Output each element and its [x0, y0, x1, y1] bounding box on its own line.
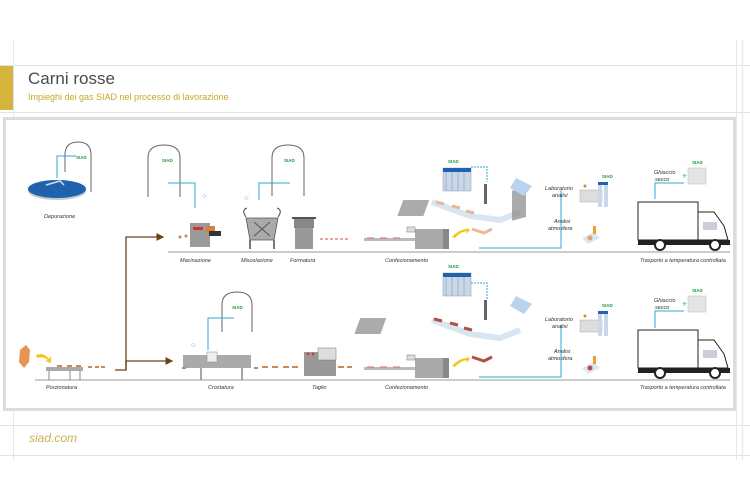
cold-particles-icon: ✳: [682, 173, 687, 180]
accent-bar: [0, 66, 13, 110]
meat-carcass-icon: [19, 345, 30, 368]
siad-tag: SIAD: [448, 159, 460, 164]
step-label: analisi: [552, 324, 568, 330]
gas-particles-icon: ⁘: [190, 341, 197, 350]
dry-ice-icon: [687, 167, 707, 185]
gas-line: [168, 182, 196, 208]
gas-cylinder-icon: [598, 314, 602, 336]
step-formatura: Formatura: [290, 217, 348, 264]
step-label: atmosfera: [548, 356, 572, 362]
water-basin-icon: [28, 180, 86, 198]
gas-line: [207, 317, 234, 350]
guide-line: [742, 40, 743, 460]
guide-line: [736, 40, 737, 460]
step-label: Crostatura: [208, 385, 234, 391]
step-depurazione: SIAD Depurazione: [28, 141, 92, 220]
step-label: secco: [655, 177, 669, 183]
packaging-machine-icon: [415, 358, 443, 378]
gas-line: [479, 190, 562, 249]
gas-line: [479, 325, 562, 378]
siad-tag: SIAD: [692, 288, 704, 293]
gas-line: [471, 166, 488, 182]
step-trasporto: Ghiaccio secco SIAD ✳ Trasporto a temper…: [637, 160, 730, 264]
step-label: Laboratorio: [545, 186, 573, 192]
step-label: Analisi: [553, 219, 571, 225]
guide-line: [0, 455, 750, 456]
guide-line: [0, 112, 750, 113]
step-label: Miscelazione: [241, 258, 273, 264]
gas-line: [471, 282, 488, 300]
siad-tag: SIAD: [162, 158, 174, 163]
siad-tag: SIAD: [232, 305, 244, 310]
siad-tag: SIAD: [692, 160, 704, 165]
process-diagram-panel: [3, 117, 736, 411]
step-macinazione: SIAD ⁘ Macinazione: [147, 144, 221, 264]
flow-arrow: [125, 357, 174, 370]
gas-pipe-icon: [147, 144, 181, 197]
cold-particles-icon: ✳: [682, 301, 687, 308]
step-label: Analisi: [553, 349, 571, 355]
conveyor-icon: [364, 238, 419, 241]
step-confezionamento: Confezionamento SIAD: [364, 159, 562, 264]
packaging-machine-icon: [415, 229, 443, 249]
step-label: Trasporto a temperatura controllata: [640, 385, 726, 391]
step-trasporto-2: Ghiaccio secco SIAD ✳ Trasporto a temper…: [637, 288, 730, 391]
step-label: Ghiaccio: [654, 298, 675, 304]
siad-tag: SIAD: [76, 155, 88, 160]
step-label: Taglio: [312, 385, 326, 391]
transfer-arrow-icon: [36, 354, 51, 363]
siad-tag: SIAD: [602, 174, 614, 179]
step-label: Confezionamento: [385, 385, 428, 391]
gas-pipe-icon: [221, 291, 253, 332]
flow-arrow: [115, 233, 165, 371]
gas-line: [258, 182, 290, 200]
step-confezionamento-2: Confezionamento SIAD: [354, 264, 562, 391]
step-label: Formatura: [290, 258, 315, 264]
header: Carni rosse Impieghi dei gas SIAD nel pr…: [0, 66, 750, 113]
dry-ice-icon: [687, 295, 707, 313]
gas-particles-icon: ⁘: [201, 192, 208, 201]
forming-machine-icon: [294, 219, 314, 228]
gas-line: [654, 182, 684, 199]
step-label: Trasporto a temperatura controllata: [640, 258, 726, 264]
step-label: Porzionatura: [46, 385, 77, 391]
portioning-table-icon: [46, 367, 83, 371]
page-title: Carni rosse: [28, 69, 115, 88]
transfer-arrow-icon: [452, 355, 470, 367]
step-analisi: Laboratorio analisi Analisi atmosfera SI…: [545, 174, 614, 244]
transfer-arrow-icon: [452, 226, 470, 238]
truck-icon: [637, 201, 730, 251]
step-label: Laboratorio: [545, 317, 573, 323]
step-label: secco: [655, 305, 669, 311]
gas-pipe-icon: [64, 141, 92, 192]
website-link[interactable]: siad.com: [29, 431, 78, 445]
step-crostatura: SIAD ⁘ Crostatura: [182, 291, 258, 391]
tray-sealer-icon: [397, 200, 430, 216]
siad-tag: SIAD: [284, 158, 296, 163]
siad-tag: SIAD: [602, 303, 614, 308]
page-subtitle: Impieghi dei gas SIAD nel processo di la…: [28, 92, 229, 102]
step-label: atmosfera: [548, 226, 572, 232]
step-porzionatura: Porzionatura: [19, 345, 105, 391]
gas-cylinder-icon: [598, 185, 602, 207]
gas-particles-icon: ⁘: [243, 194, 250, 203]
guide-line: [0, 65, 750, 66]
step-label: Ghiaccio: [654, 170, 675, 176]
gas-line: [654, 310, 684, 328]
step-label: Depurazione: [44, 214, 75, 220]
step-label: analisi: [552, 193, 568, 199]
step-taglio: Taglio: [262, 347, 352, 391]
gas-line: [56, 155, 76, 178]
step-label: Confezionamento: [385, 258, 428, 264]
tray-sealer-icon: [354, 318, 387, 334]
step-miscelazione: SIAD ⁘ Miscelazione: [241, 144, 305, 264]
siad-tag: SIAD: [448, 264, 460, 269]
guide-line: [0, 425, 750, 426]
gas-pipe-icon: [271, 144, 305, 196]
step-analisi-2: Laboratorio analisi Analisi atmosfera SI…: [545, 303, 614, 374]
truck-icon: [637, 329, 730, 379]
conveyor-icon: [364, 367, 419, 370]
step-label: Macinazione: [180, 258, 211, 264]
